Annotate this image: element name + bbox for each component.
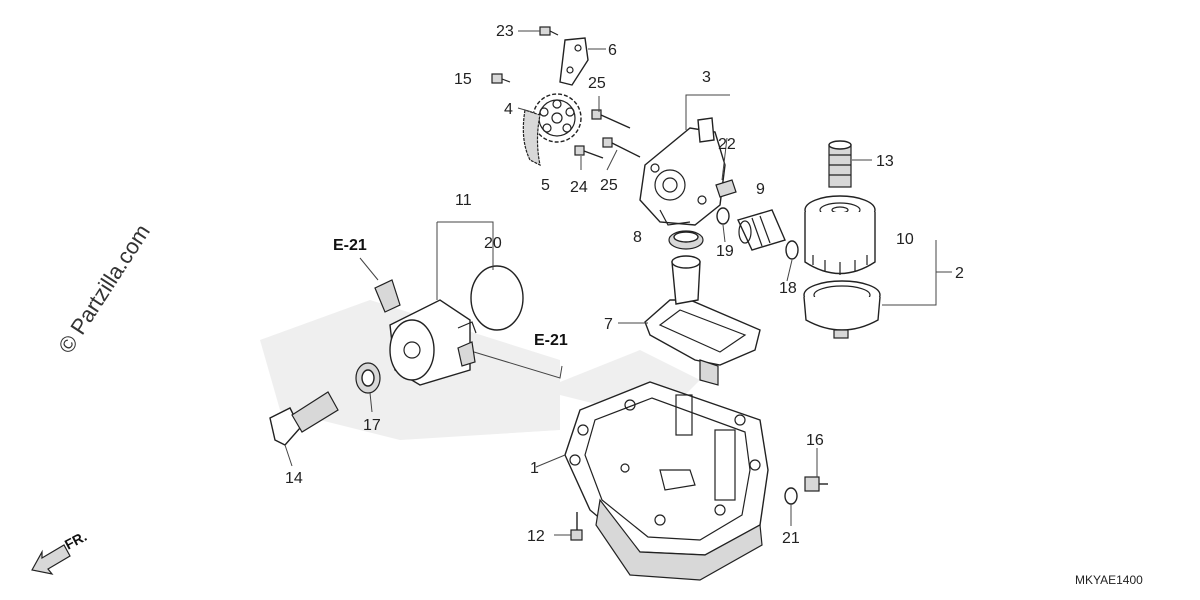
callout-20[interactable]: 20 xyxy=(484,235,502,252)
bolt-25b[interactable] xyxy=(602,137,641,158)
callout-6[interactable]: 6 xyxy=(608,42,617,59)
callout-15[interactable]: 15 xyxy=(454,71,472,88)
bolt-23[interactable] xyxy=(539,26,559,36)
callout-17[interactable]: 17 xyxy=(363,417,381,434)
oil-pan[interactable] xyxy=(564,381,769,581)
callout-9[interactable]: 9 xyxy=(756,181,765,198)
callout-25b[interactable]: 25 xyxy=(600,177,618,194)
oil-pump[interactable] xyxy=(639,117,726,226)
callout-18[interactable]: 18 xyxy=(779,280,797,297)
callout-8[interactable]: 8 xyxy=(633,229,642,246)
filter-case[interactable] xyxy=(803,280,881,339)
callout-3[interactable]: 3 xyxy=(702,69,711,86)
reference-e21-upper: E-21 xyxy=(333,237,367,254)
callout-1[interactable]: 1 xyxy=(530,460,539,477)
oring-18[interactable] xyxy=(785,240,799,260)
callout-11[interactable]: 11 xyxy=(455,192,472,209)
oil-filter[interactable] xyxy=(804,195,876,275)
callout-22[interactable]: 22 xyxy=(718,136,736,153)
bolt-15[interactable] xyxy=(491,73,511,84)
front-direction-marker: FR. xyxy=(31,528,89,575)
oil-strainer[interactable] xyxy=(644,255,761,386)
washer-17[interactable] xyxy=(355,362,381,394)
filter-boss[interactable] xyxy=(828,140,852,188)
pump-collar[interactable] xyxy=(715,179,737,198)
callouts: 1 2 3 4 5 6 7 8 9 10 11 12 13 14 15 16 1… xyxy=(285,23,964,547)
callout-12[interactable]: 12 xyxy=(527,528,545,545)
oil-cooler[interactable] xyxy=(374,279,477,386)
callout-14[interactable]: 14 xyxy=(285,470,303,487)
pump-sprocket[interactable] xyxy=(532,93,582,143)
drain-bolt-16[interactable] xyxy=(804,476,828,492)
callout-2[interactable]: 2 xyxy=(955,265,964,282)
callout-7[interactable]: 7 xyxy=(604,316,613,333)
bolt-24[interactable] xyxy=(574,145,604,159)
reference-e21-lower: E-21 xyxy=(534,332,568,349)
diagram-code: MKYAE1400 xyxy=(1075,573,1143,587)
watermark: © Partzilla.com xyxy=(53,220,155,358)
callout-13[interactable]: 13 xyxy=(876,153,894,170)
bolt-25a[interactable] xyxy=(591,109,631,129)
bolt-12[interactable] xyxy=(570,512,583,541)
washer-21[interactable] xyxy=(784,487,798,505)
callout-19[interactable]: 19 xyxy=(716,243,734,260)
cooler-center-bolt[interactable] xyxy=(269,391,339,446)
leader-lines xyxy=(284,30,952,536)
callout-23[interactable]: 23 xyxy=(496,23,514,40)
callout-10[interactable]: 10 xyxy=(896,231,914,248)
callout-16[interactable]: 16 xyxy=(806,432,824,449)
callout-24[interactable]: 24 xyxy=(570,179,588,196)
chain-guide-plate[interactable] xyxy=(559,37,589,86)
callout-21[interactable]: 21 xyxy=(782,530,800,547)
reference-e21-upper-leader xyxy=(359,257,379,281)
oring-8[interactable] xyxy=(668,230,704,250)
oring-20[interactable] xyxy=(470,265,524,331)
drive-chain[interactable] xyxy=(522,109,541,167)
relief-valve[interactable] xyxy=(737,209,786,251)
callout-4[interactable]: 4 xyxy=(504,101,513,118)
callout-5[interactable]: 5 xyxy=(541,177,550,194)
reference-e21-lower-leader xyxy=(473,351,563,379)
oring-19[interactable] xyxy=(716,207,730,225)
callout-25a[interactable]: 25 xyxy=(588,75,606,92)
